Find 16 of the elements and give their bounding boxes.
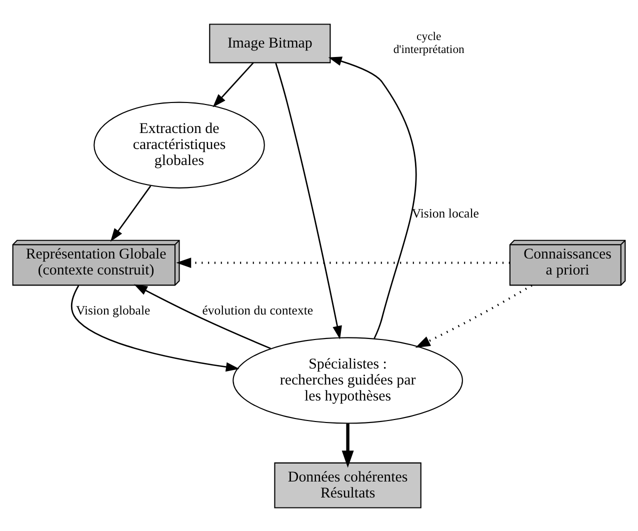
node-box: Données cohérentes Résultats (274, 462, 422, 508)
node-box: Image Bitmap (209, 23, 331, 63)
edge-label: Vision globale (76, 303, 150, 318)
arrow (328, 56, 417, 338)
label: cycle d'interprétation (393, 30, 464, 56)
arrow (342, 423, 354, 468)
arrow (134, 284, 271, 349)
arrow (275, 62, 342, 339)
arrow (110, 185, 152, 242)
arrow (176, 257, 510, 268)
arrow (71, 284, 240, 372)
node-ellipse: Extraction de caractéristiques globales (94, 101, 265, 188)
edge-label: Vision locale (412, 206, 479, 220)
edge-label: évolution du contexte (202, 303, 314, 318)
arrow (212, 62, 254, 107)
arrow (415, 284, 532, 348)
